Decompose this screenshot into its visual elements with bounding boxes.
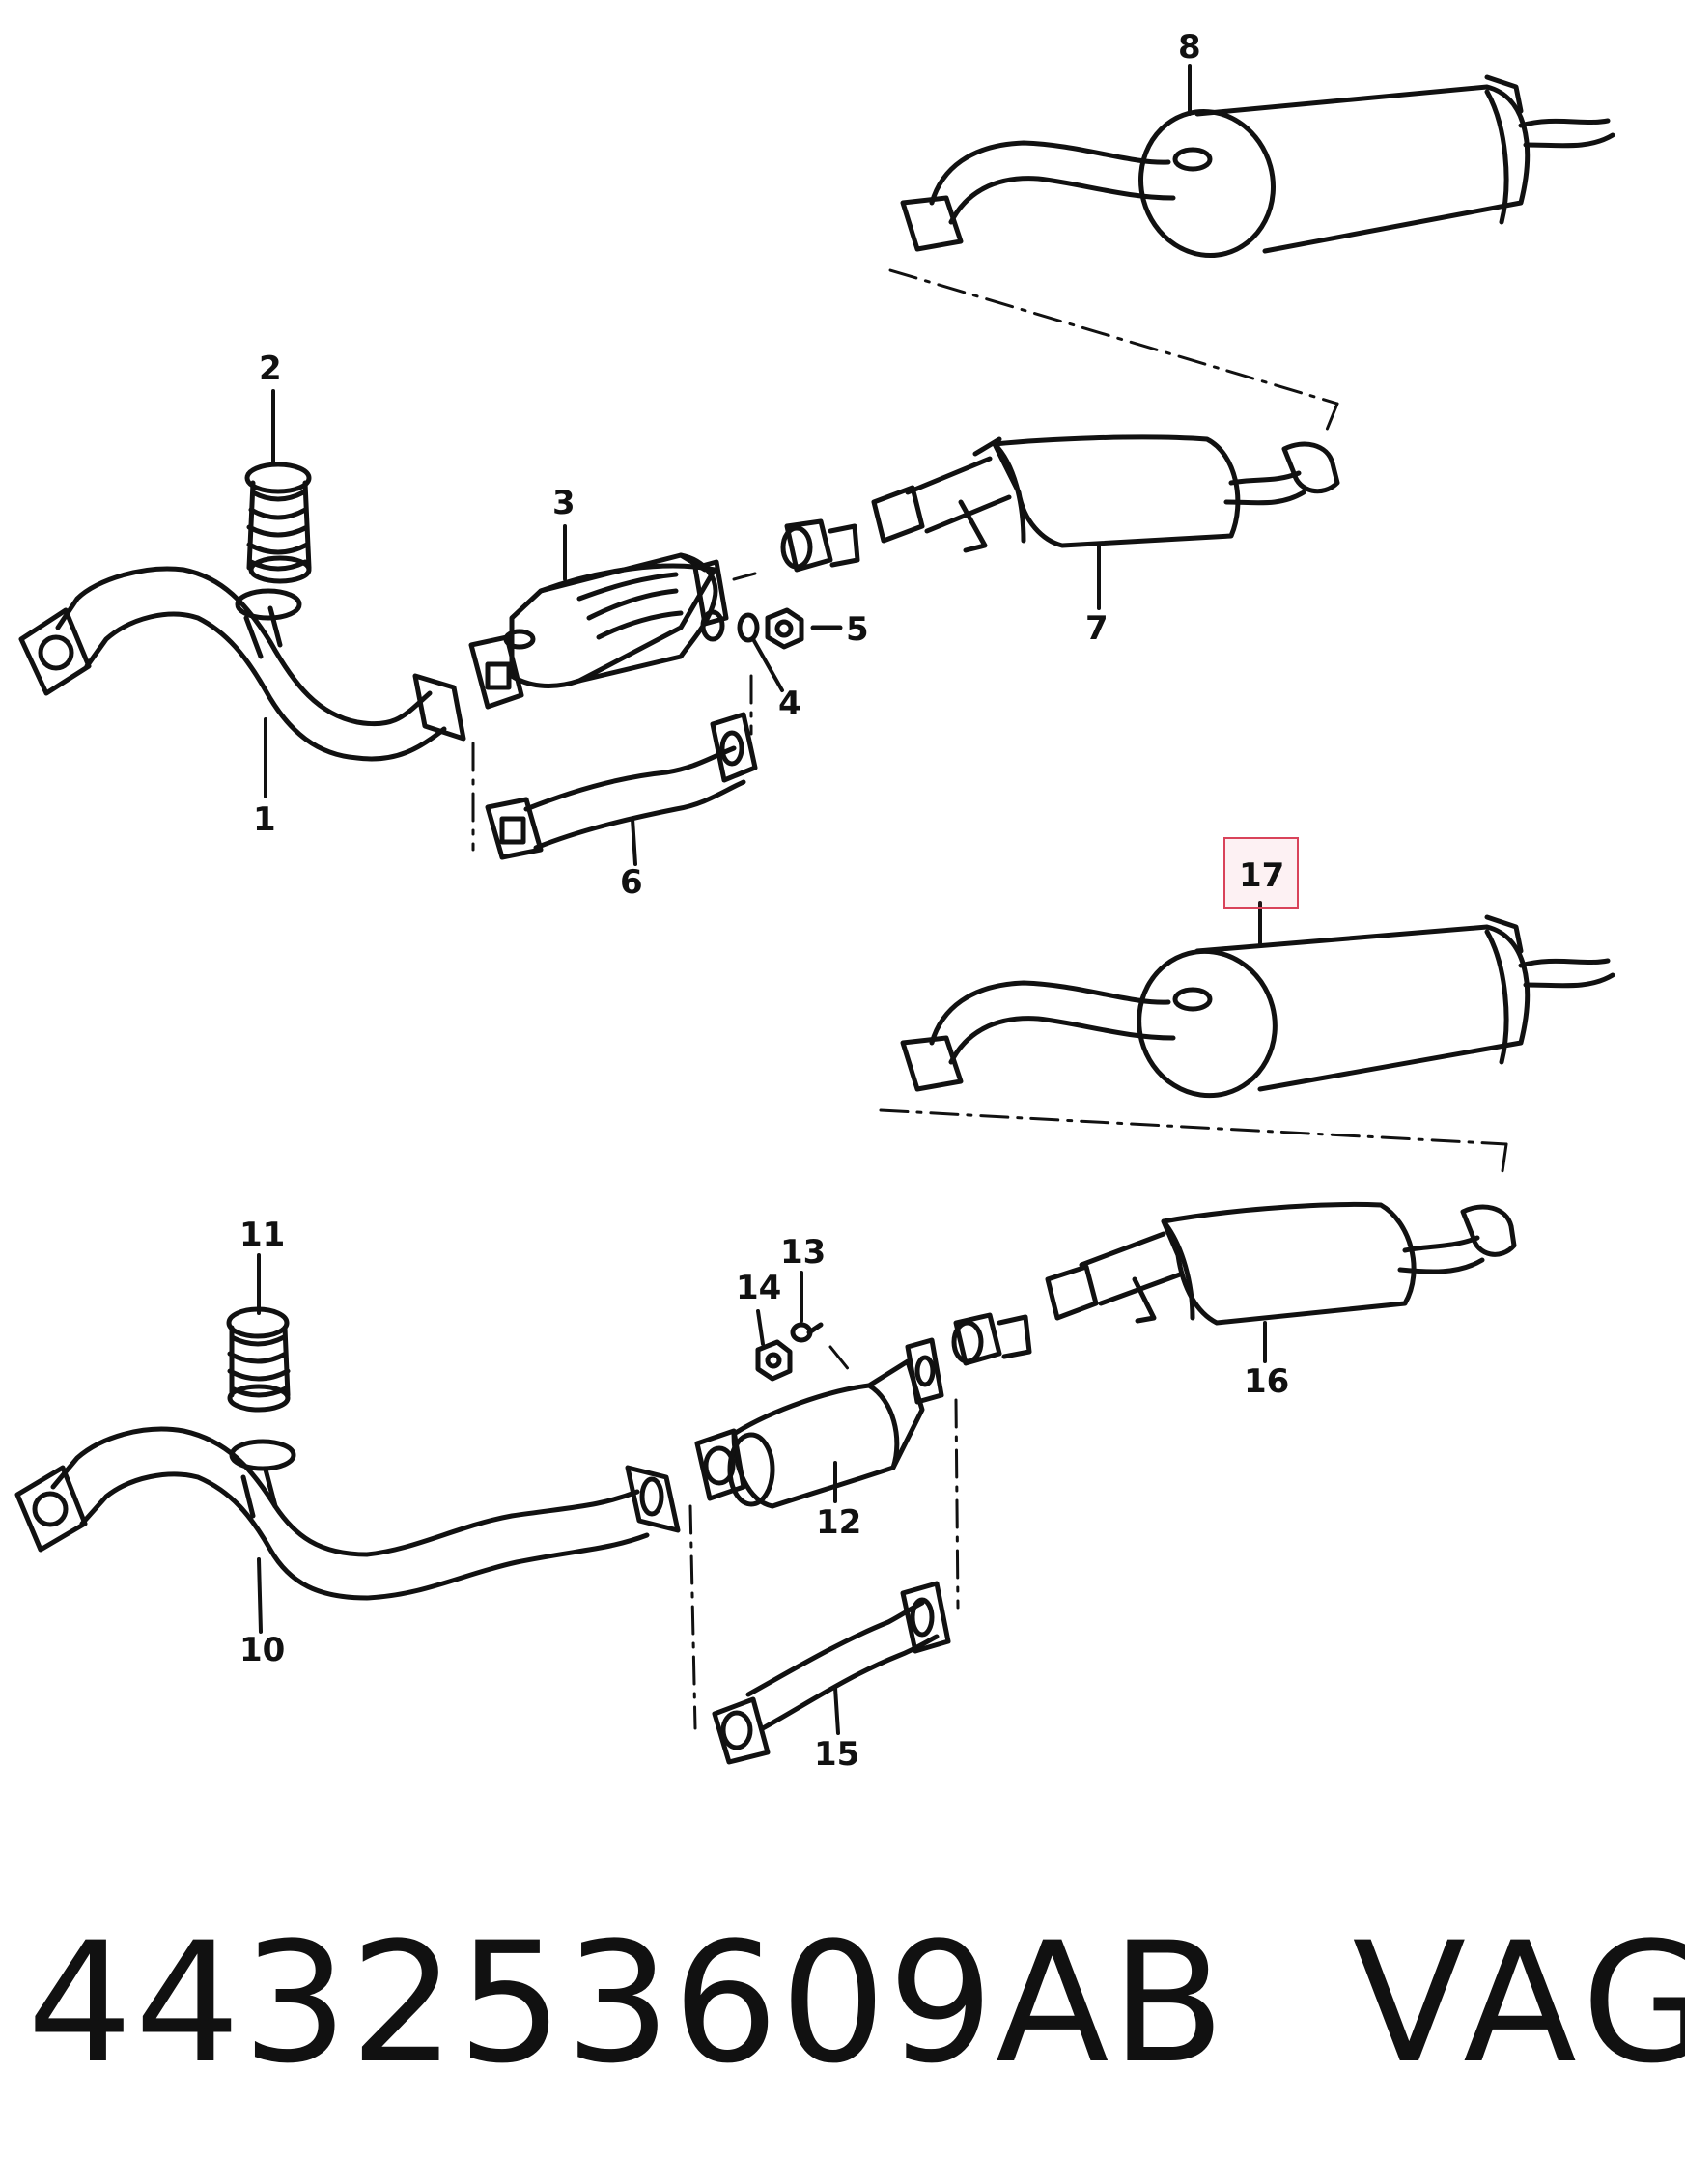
label-3[interactable]: 3 xyxy=(552,484,576,522)
label-7[interactable]: 7 xyxy=(1085,609,1109,648)
center-muffler-lower xyxy=(951,1201,1517,1366)
spring-seal-lower xyxy=(226,1306,291,1413)
label-12[interactable]: 12 xyxy=(816,1503,861,1542)
pipe-alternative-upper xyxy=(485,712,758,860)
alignment-lines-upper xyxy=(471,268,1339,852)
label-5[interactable]: 5 xyxy=(846,610,869,649)
center-muffler-upper xyxy=(780,434,1340,573)
label-11[interactable]: 11 xyxy=(239,1216,285,1254)
rear-muffler-upper xyxy=(900,74,1615,259)
gasket-nut-upper xyxy=(700,607,843,650)
label-1[interactable]: 1 xyxy=(253,800,276,839)
part-number: 443253609AB xyxy=(27,1906,1227,2100)
footer: 443253609AB VAG xyxy=(27,1906,1685,2100)
label-4[interactable]: 4 xyxy=(778,685,801,723)
label-15[interactable]: 15 xyxy=(814,1735,859,1774)
highlight-box-17 xyxy=(1223,837,1299,909)
label-2[interactable]: 2 xyxy=(259,350,282,388)
spring-seal-upper xyxy=(244,462,312,584)
label-6[interactable]: 6 xyxy=(620,863,643,902)
brand-name: VAG xyxy=(1352,1906,1685,2100)
rear-muffler-lower xyxy=(900,914,1615,1099)
exhaust-system-diagram: 1 2 3 4 5 6 7 8 10 11 12 13 14 15 16 17 xyxy=(14,28,1615,1774)
label-17[interactable]: 17 xyxy=(1239,856,1284,895)
pipe-alternative-lower xyxy=(712,1581,951,1765)
gasket-nut-lower xyxy=(755,1322,824,1382)
catalytic-converter-upper xyxy=(468,552,729,710)
label-8[interactable]: 8 xyxy=(1178,28,1201,67)
leader-lines xyxy=(257,64,1267,1735)
label-16[interactable]: 16 xyxy=(1244,1362,1289,1401)
label-10[interactable]: 10 xyxy=(239,1631,285,1669)
label-13[interactable]: 13 xyxy=(780,1233,826,1272)
catalytic-converter-lower xyxy=(694,1337,944,1509)
front-pipe-upper xyxy=(18,566,466,762)
part-labels: 1 2 3 4 5 6 7 8 10 11 12 13 14 15 16 17 xyxy=(239,28,1289,1774)
front-pipe-lower xyxy=(14,1426,681,1601)
label-14[interactable]: 14 xyxy=(736,1269,781,1307)
alignment-lines-lower xyxy=(688,1108,1508,1730)
